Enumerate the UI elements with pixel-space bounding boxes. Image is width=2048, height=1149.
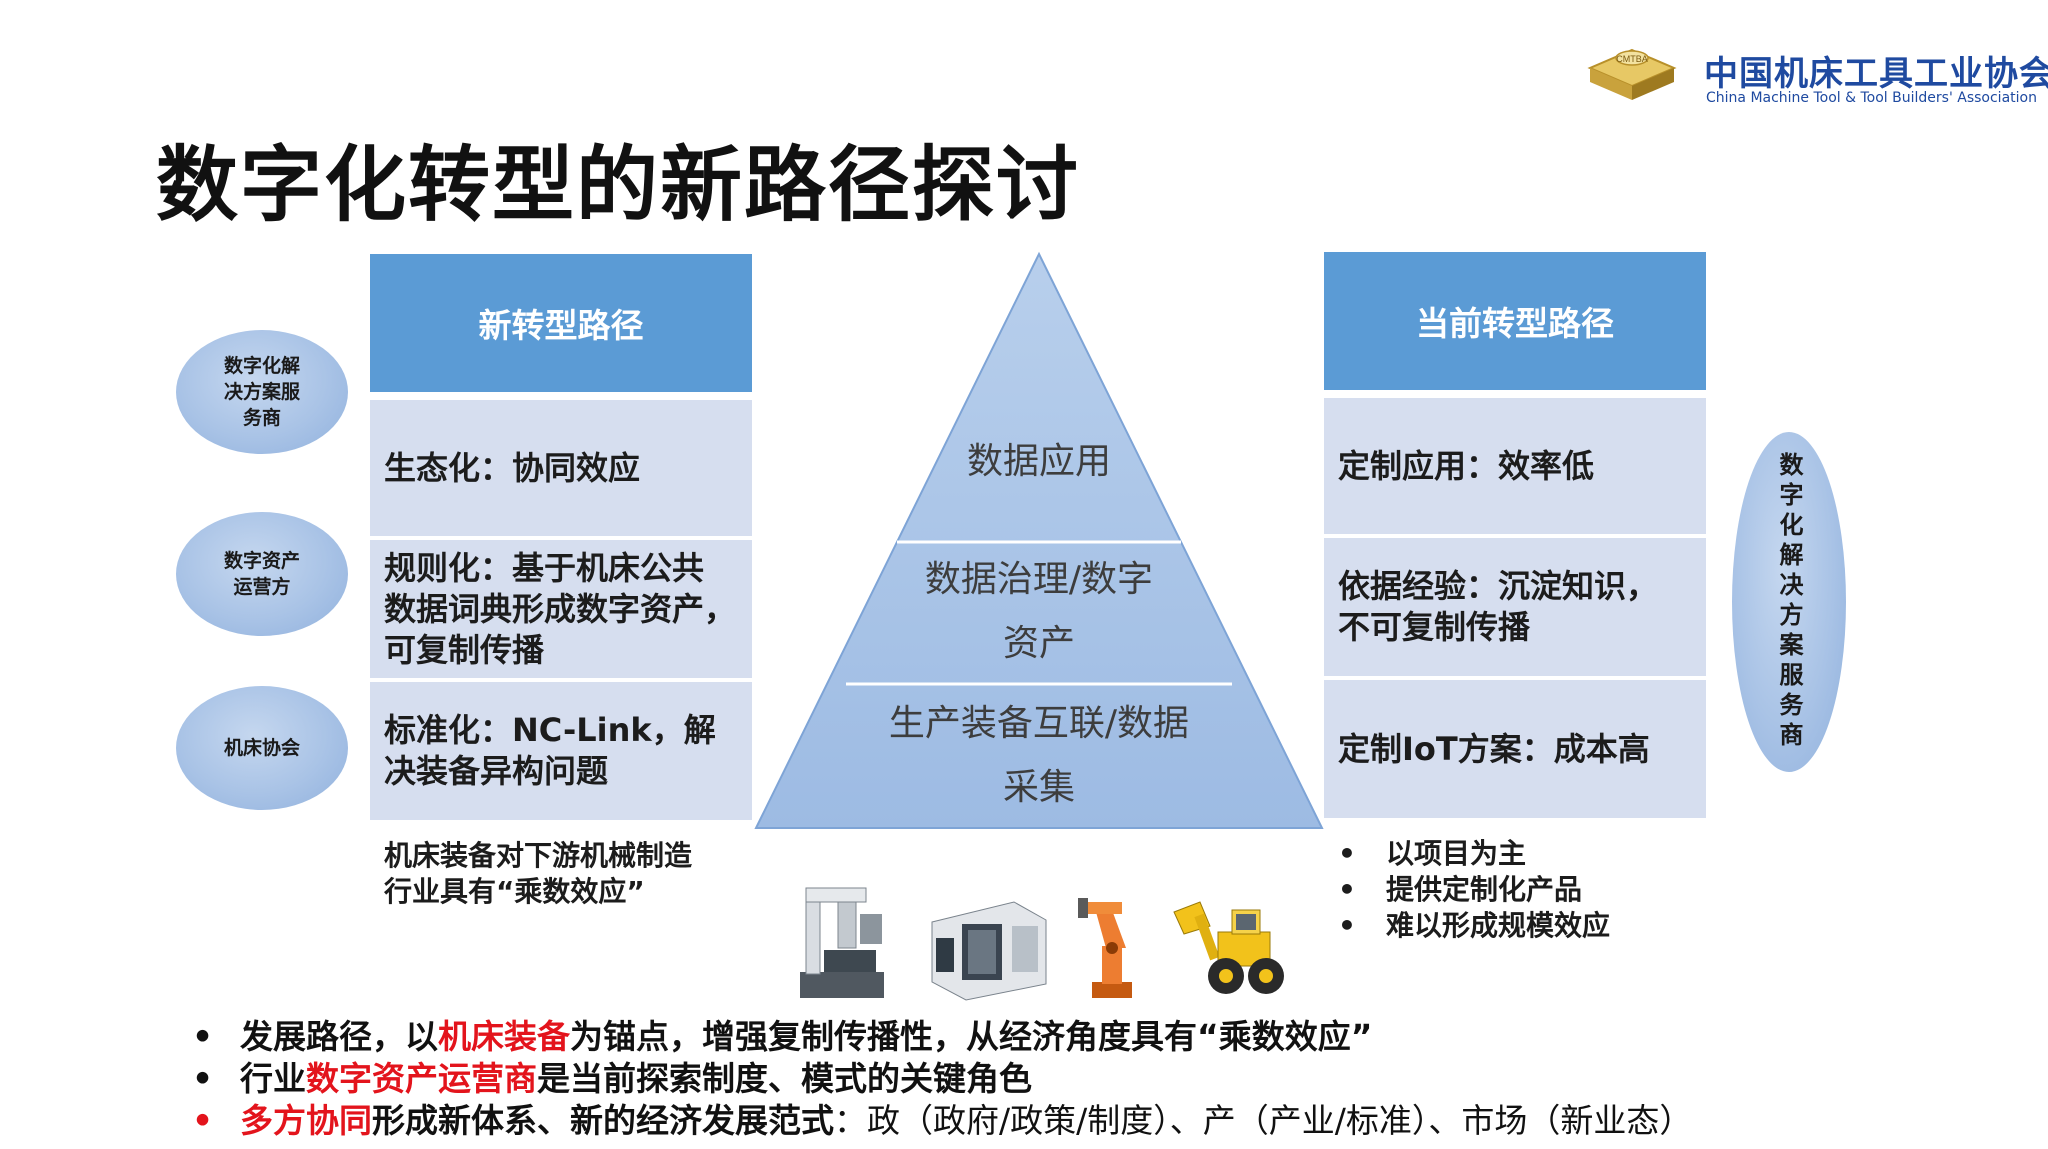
ellipse-label: 数字化解 决方案服 务商	[223, 355, 300, 429]
cnc-machining-center-icon	[922, 892, 1052, 1002]
cmtba-logo-icon: CMTBA	[1586, 44, 1678, 106]
summary-bullets: • 发展路径，以机床装备为锚点，增强复制传播性，从经济角度具有“乘数效应” • 行业…	[192, 1016, 1692, 1142]
list-item: 难以形成规模效应	[1338, 908, 1610, 944]
bullet-dot: •	[192, 1017, 214, 1056]
current-path-row-experience: 依据经验：沉淀知识， 不可复制传播	[1324, 538, 1706, 676]
current-path-row-iot: 定制IoT方案：成本高	[1324, 680, 1706, 818]
pyramid-diagram	[754, 251, 1324, 829]
summary-text: 形成新体系、新的经济发展范式	[372, 1101, 834, 1140]
summary-item: • 发展路径，以机床装备为锚点，增强复制传播性，从经济角度具有“乘数效应”	[192, 1016, 1692, 1058]
summary-text: 发展路径，以	[240, 1017, 438, 1056]
pyramid-level-data-governance: 数据治理/数字 资产	[924, 559, 1154, 664]
new-path-row-ecology: 生态化：协同效应	[370, 400, 752, 536]
ellipse-label: 数字资产 运营方	[223, 550, 300, 598]
multiplier-note: 机床装备对下游机械制造 行业具有“乘数效应”	[384, 839, 693, 908]
summary-text: 是当前探索制度、模式的关键角色	[537, 1059, 1032, 1098]
list-item: 以项目为主	[1338, 836, 1610, 872]
current-path-header: 当前转型路径	[1324, 252, 1706, 390]
wheel-loader-icon	[1170, 892, 1290, 1002]
industrial-robot-arm-icon	[1072, 892, 1150, 1002]
ellipse-association: 机床协会	[176, 686, 348, 810]
summary-highlight: 机床装备	[438, 1017, 570, 1056]
summary-item: • 行业数字资产运营商是当前探索制度、模式的关键角色	[192, 1058, 1692, 1100]
pyramid-level-equipment-interconnect: 生产装备互联/数据 采集	[888, 703, 1190, 808]
ellipse-asset-operator: 数字资产 运营方	[176, 512, 348, 636]
org-name-cn: 中国机床工具工业协会	[1704, 54, 2048, 94]
summary-text: 行业	[240, 1059, 306, 1098]
summary-item: • 多方协同形成新体系、新的经济发展范式：政（政府/政策/制度）、产（产业/标准）…	[192, 1100, 1692, 1142]
ellipse-solution-provider-right: 数字化解决方案服务商	[1732, 432, 1846, 772]
current-path-bullets: 以项目为主 提供定制化产品 难以形成规模效应	[1338, 836, 1610, 944]
current-path-row-custom-app: 定制应用：效率低	[1324, 398, 1706, 534]
current-path-table: 当前转型路径 定制应用：效率低 依据经验：沉淀知识， 不可复制传播 定制IoT方…	[1324, 252, 1706, 818]
new-path-row-rules: 规则化：基于机床公共 数据词典形成数字资产， 可复制传播	[370, 540, 752, 678]
new-path-table: 新转型路径 生态化：协同效应 规则化：基于机床公共 数据词典形成数字资产， 可复…	[370, 254, 752, 820]
new-path-header: 新转型路径	[370, 254, 752, 392]
summary-highlight: 多方协同	[240, 1101, 372, 1140]
ellipse-label: 数字化解决方案服务商	[1775, 452, 1803, 752]
summary-text: 为锚点，增强复制传播性，从经济角度具有“乘数效应”	[570, 1017, 1373, 1056]
pyramid-level-data-application: 数据应用	[966, 441, 1111, 482]
slide-title: 数字化转型的新路径探讨	[156, 138, 1081, 233]
summary-text: ：政（政府/政策/制度）、产（产业/标准）、市场（新业态）	[834, 1101, 1693, 1140]
summary-highlight: 数字资产运营商	[306, 1059, 537, 1098]
bullet-dot: •	[192, 1059, 214, 1098]
logo-text: CMTBA	[1616, 54, 1648, 64]
org-name-en: China Machine Tool & Tool Builders' Asso…	[1706, 90, 2037, 106]
cmm-machine-icon	[794, 880, 890, 1004]
new-path-row-standard: 标准化：NC-Link，解 决装备异构问题	[370, 682, 752, 820]
list-item: 提供定制化产品	[1338, 872, 1610, 908]
bullet-dot: •	[192, 1101, 214, 1140]
ellipse-label: 机床协会	[223, 737, 300, 759]
ellipse-solution-provider: 数字化解 决方案服 务商	[176, 330, 348, 454]
